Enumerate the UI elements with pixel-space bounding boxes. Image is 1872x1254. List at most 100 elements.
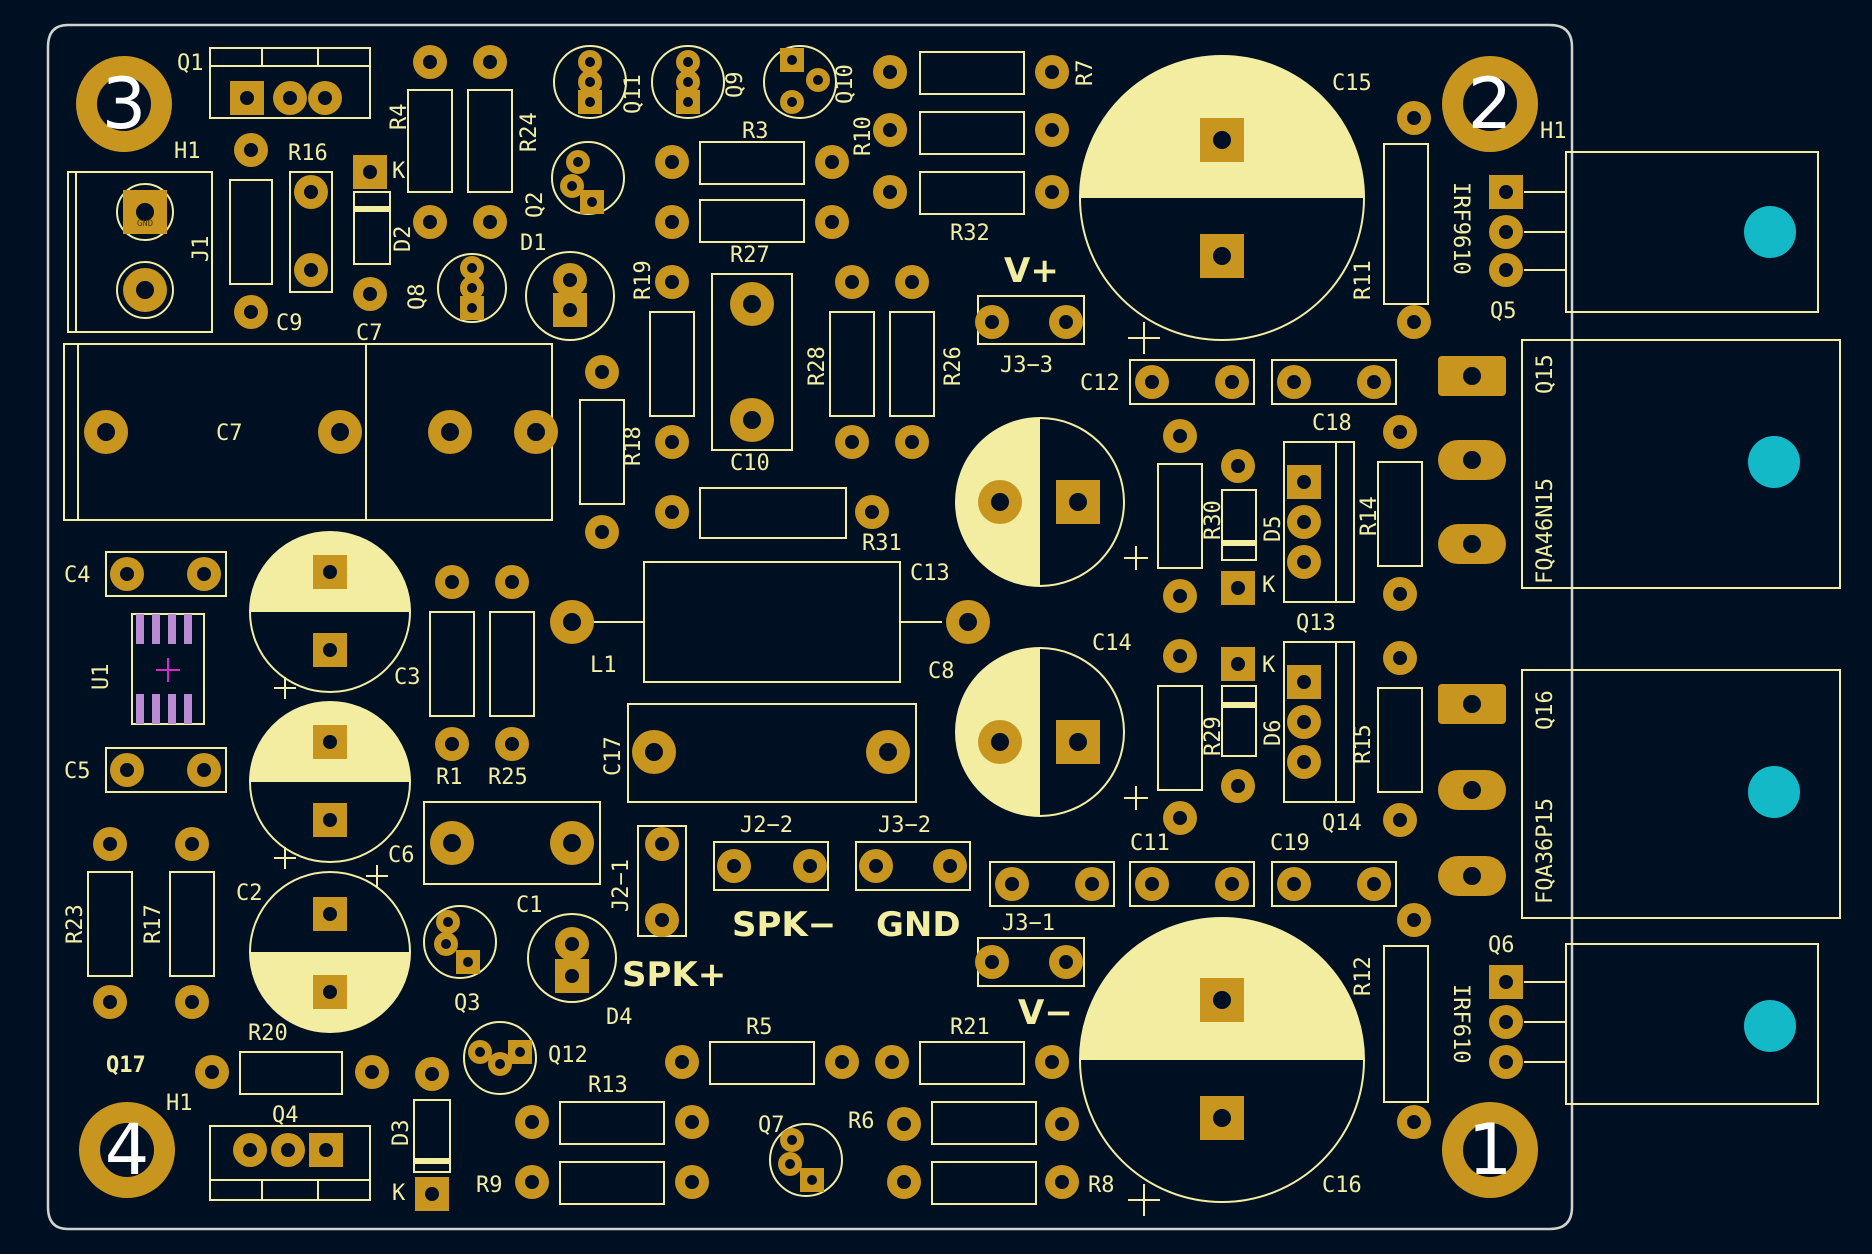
footprint-Q10: Q10 [763,45,858,119]
ref-R17: R17 [141,904,166,944]
ref-R4: R4 [387,104,412,131]
footprint-R11: R11 [1351,101,1431,339]
ref-C17: C17 [601,736,626,776]
footprint-R20: R20 [195,1021,389,1095]
footprint-R4: R4 [387,45,453,239]
ref-Q8: Q8 [405,284,430,311]
footprint-Q8: Q8 [405,253,507,323]
ref-R12: R12 [1351,956,1376,996]
ref-Q3: Q3 [454,991,481,1016]
ref-Q4: Q4 [272,1103,299,1128]
footprint-C2: C2 [236,701,411,906]
footprint-C17: C17 [601,703,917,803]
ref-C5: C5 [64,759,91,784]
footprint-R10: R10 [851,111,1069,156]
footprint-Q6: IRF610 Q6 [1448,933,1819,1105]
footprint-R15: R15 [1351,641,1423,837]
ref-C11: C11 [1130,831,1170,856]
ref-Q12: Q12 [548,1043,588,1068]
ref-R24: R24 [517,112,542,152]
ref-R11: R11 [1351,260,1376,300]
footprint-C6: C6 [388,801,601,885]
mounting-hole-3: 3 H1 [76,56,201,164]
footprint-D2: K D2 [353,155,416,311]
ref-C16: C16 [1322,1173,1362,1198]
footprint-R7: R7 [873,51,1098,95]
ref-R14: R14 [1357,496,1382,536]
footprint-L1: L1 [550,561,990,683]
ref-H1: H1 [174,139,201,164]
ref-H1: H1 [166,1091,193,1116]
footprint-C19: C19 [1270,831,1397,907]
ref-D2: D2 [391,226,416,253]
pad-label-k: K [1262,573,1276,598]
footprint-C14: C14 C8 [928,631,1148,817]
footprint-Q1: Q1 [177,47,371,119]
ref-C9: C9 [276,311,303,336]
footprint-R12: R12 [1351,903,1431,1139]
label-spk-plus: SPK+ [622,955,726,995]
footprint-R19: R19 [631,260,695,459]
ref-Q6: Q6 [1488,933,1515,958]
ref-H1: H1 [1540,119,1567,144]
mounting-hole-label: 3 [102,63,147,145]
ref-R3: R3 [742,119,769,144]
label-v-plus: V+ [1004,251,1059,291]
ref-D5: D5 [1261,516,1286,543]
footprint-R25: R25 [488,565,535,790]
ref-J3-2: J3−2 [878,813,931,838]
footprint-D4: D4 [527,913,633,1030]
footprint-J2-2: J2−2 [713,813,829,891]
ref-J3-1: J3−1 [1002,911,1055,936]
ref-C12: C12 [1080,371,1120,396]
ref-R16: R16 [288,141,328,166]
label-q17: Q17 [106,1053,146,1078]
footprint-R13: R13 [515,1073,709,1145]
ref-R28: R28 [805,346,830,386]
footprint-Q4: Q4 [209,1103,371,1201]
ref-C7: C7 [216,421,243,446]
board-edge-cuts [46,23,1574,1231]
footprint-Q16: Q16 FQA36P15 [1438,669,1841,919]
ref-Q11: Q11 [621,74,646,114]
ref-R1: R1 [436,765,463,790]
pad-label-k: K [1262,653,1276,678]
mounting-hole-1: 1 [1442,1102,1538,1198]
ref-R8: R8 [1088,1173,1115,1198]
footprint-J3-2: J3−2 [855,813,971,891]
ref-D4: D4 [606,1005,633,1030]
footprint-J2-1: J2−1 [609,825,687,937]
ref-Q9: Q9 [723,72,748,99]
ref-C4: C4 [64,563,91,588]
ref-R25: R25 [488,765,528,790]
ref-Q14: Q14 [1322,811,1362,836]
label-v-minus: V− [1018,993,1073,1033]
ref-C19: C19 [1270,831,1310,856]
ref-R21: R21 [950,1015,990,1040]
ref-C2: C2 [236,881,263,906]
ref-Q5: Q5 [1490,299,1517,324]
footprint-Q5: IRF9610 Q5 [1448,151,1819,324]
ref-Q7: Q7 [758,1113,785,1138]
mounting-hole-2: 2 H1 [1442,56,1567,152]
footprint-R5: R5 [665,1015,859,1085]
ref-Q16: Q16 [1533,690,1558,730]
ref-Q15: Q15 [1533,354,1558,394]
mounting-hole-label: 4 [105,1109,150,1191]
footprint-U1: U1 [89,613,205,725]
footprint-Q11: Q11 [553,45,646,119]
footprint-R9: R9 [476,1161,709,1205]
footprint-Q14: Q14 [1283,641,1362,836]
footprint-D6: K D6 [1221,647,1286,803]
ref-R27: R27 [730,243,770,268]
ref-R32: R32 [950,221,990,246]
footprint-R18: R18 [579,355,646,549]
footprint-C3: C3 [249,531,421,699]
ref-R31: R31 [862,531,902,556]
footprint-C9: C9 [229,133,303,336]
label-spk-minus: SPK− [732,905,836,945]
ref-J2-2: J2−2 [740,813,793,838]
footprint-J3-3: J3−3 [975,295,1085,378]
ref-D1: D1 [520,231,547,256]
